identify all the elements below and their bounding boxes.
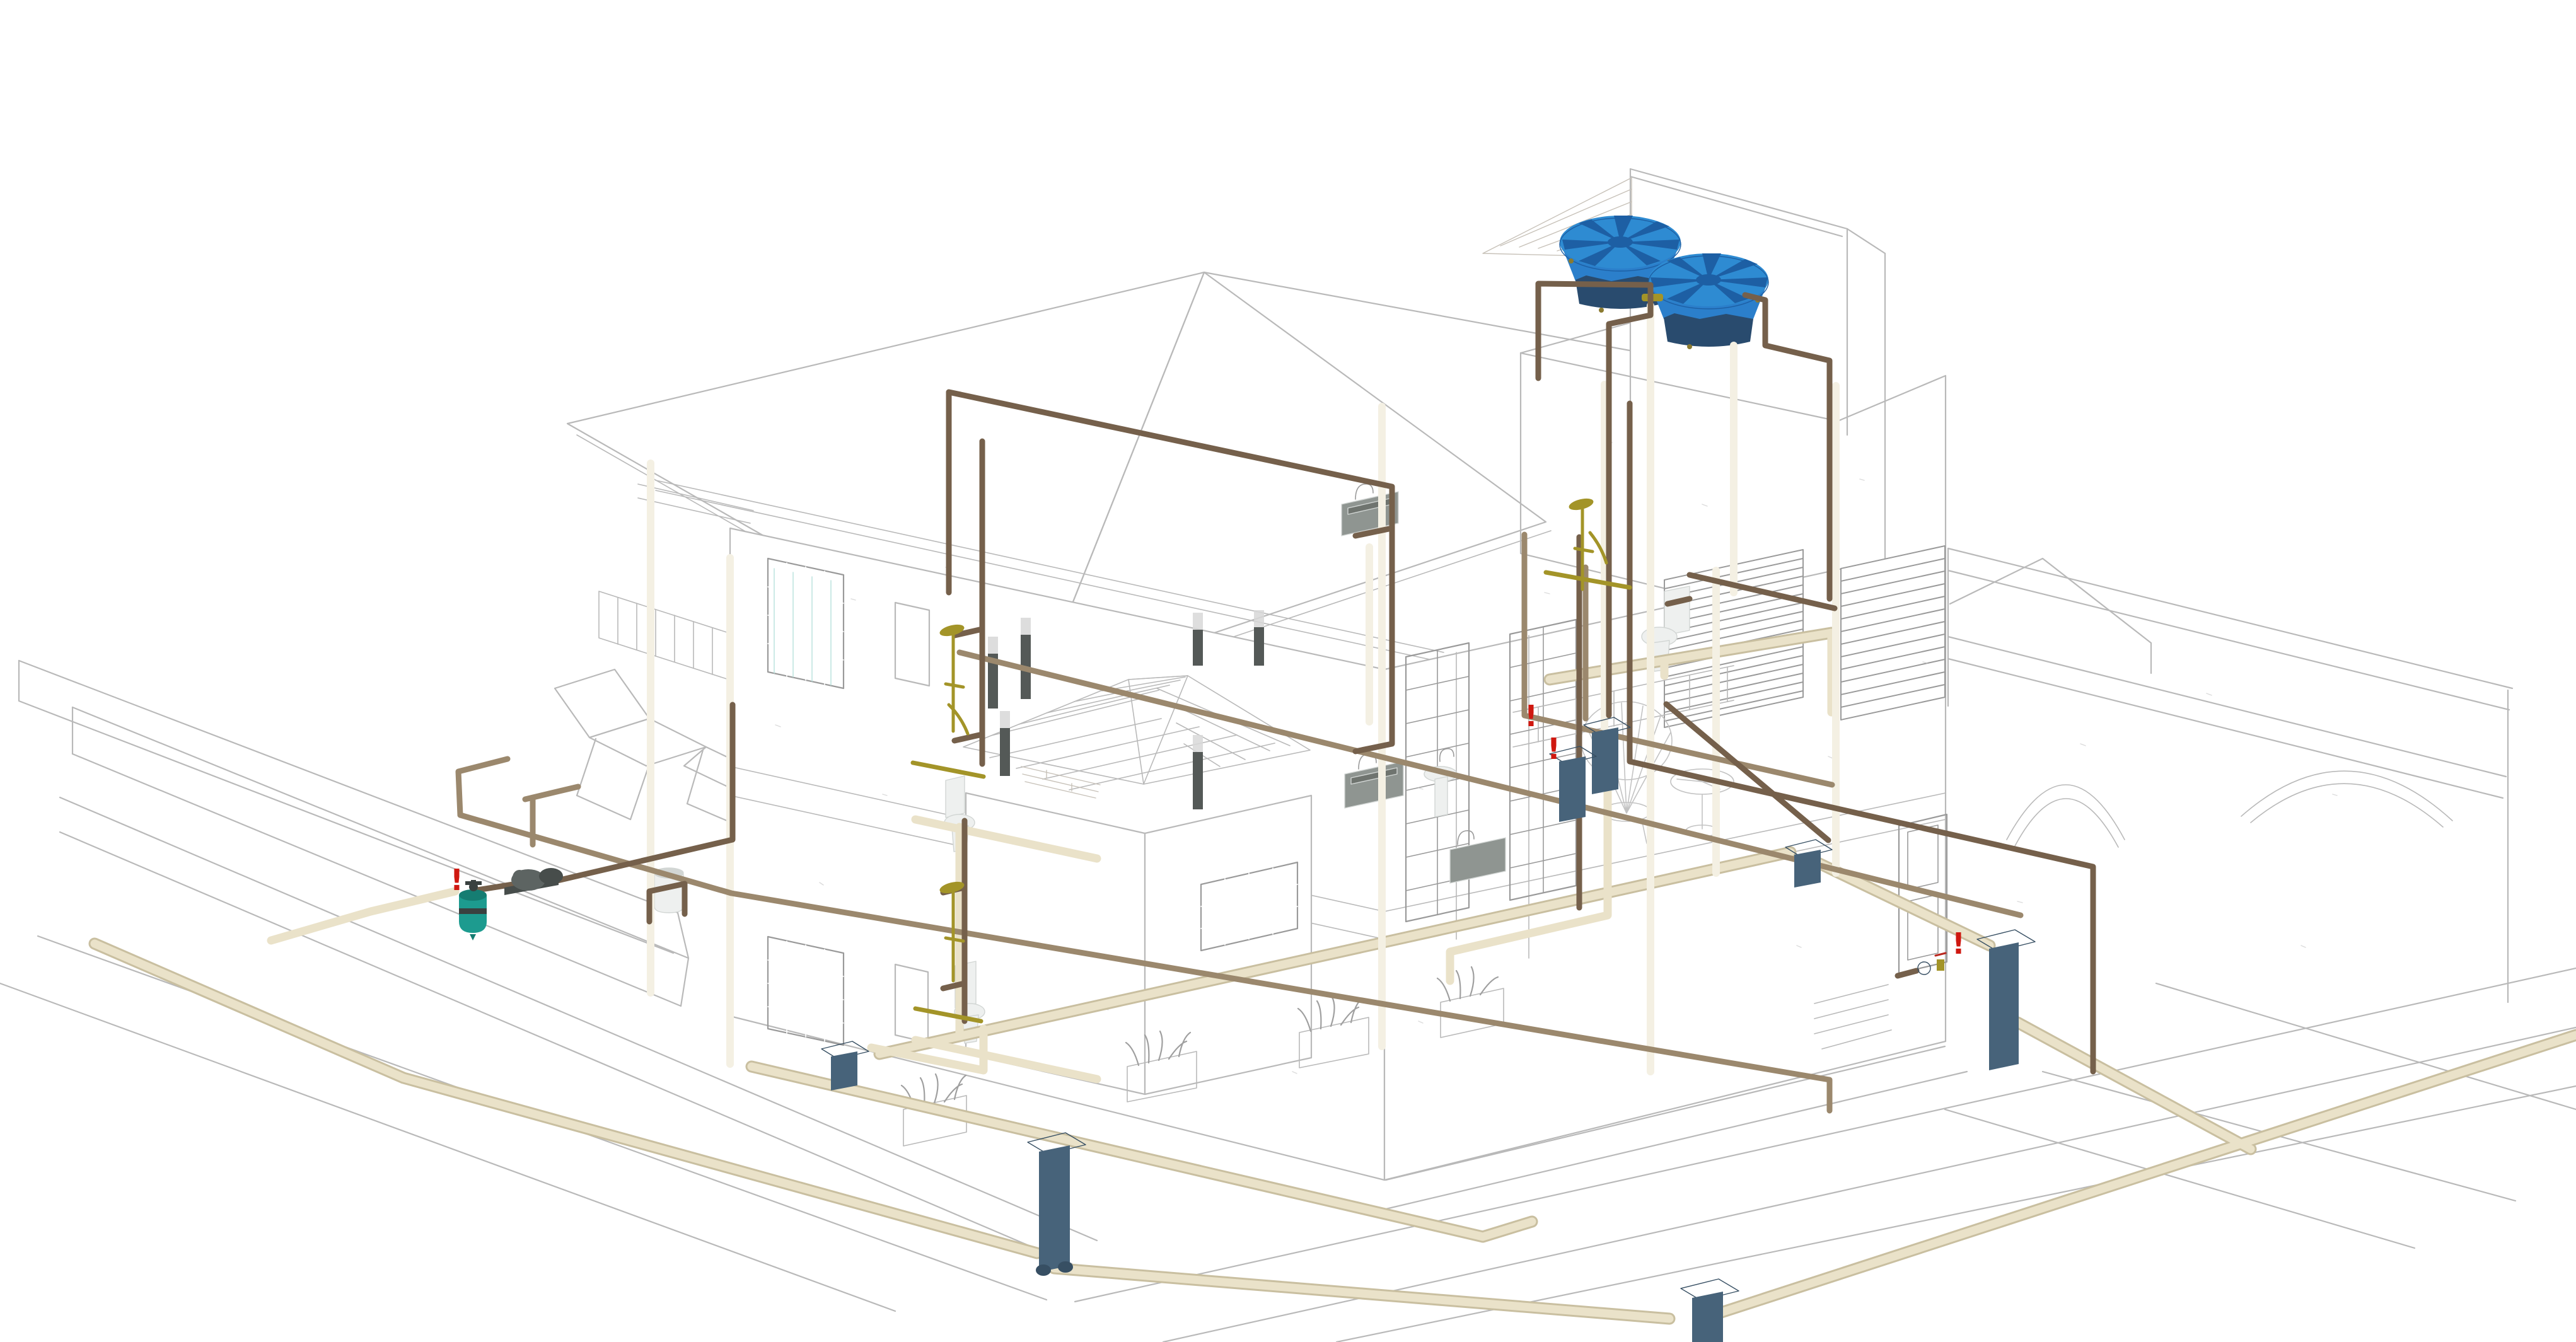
window-middle-cyan — [1200, 861, 1299, 952]
warning-icon: ! — [1547, 732, 1560, 766]
sewer-pipes — [95, 628, 2576, 1319]
water-pump — [504, 868, 563, 895]
water-meter — [1917, 952, 1947, 975]
roof-bollards — [988, 610, 1264, 809]
window-2f-small — [894, 601, 931, 687]
plants — [900, 966, 1499, 1109]
front-steps — [1814, 984, 1892, 1050]
planters — [900, 966, 1504, 1147]
balcony-drain-box-a — [1583, 717, 1631, 794]
brick-hatch — [1021, 766, 1101, 799]
inspection-box-1 — [821, 1041, 869, 1090]
window-1f-left — [767, 935, 845, 1046]
water-pipes-taupe — [455, 531, 2024, 1114]
inspection-box-2 — [1785, 839, 1833, 888]
left-terrace — [18, 659, 690, 1007]
shower-set-2f-left — [910, 624, 986, 779]
warning-icon: ! — [450, 863, 463, 897]
left-balcony-railing — [598, 591, 733, 681]
gold-fixtures — [910, 498, 1632, 1024]
pressure-tank — [459, 880, 487, 940]
louver-panel-2 — [1840, 545, 1946, 720]
tank-lid-segments — [1562, 216, 1680, 266]
balcony-drain-box-b — [1549, 746, 1597, 822]
drain-column-right — [1976, 929, 2036, 1070]
water-tank-2 — [1642, 253, 1769, 349]
window-2f-left — [767, 557, 845, 690]
water-pipes-brown — [474, 281, 2096, 1075]
tank-lid-segments — [1651, 253, 1768, 304]
right-wing — [1947, 547, 2514, 1004]
warning-markers: ! ! ! ! — [450, 699, 1965, 961]
drain-column-center — [1027, 1132, 1086, 1276]
inspection-boxes — [821, 717, 2036, 1342]
tall-window-2 — [1509, 618, 1577, 901]
drain-column-bottom — [1680, 1278, 1739, 1342]
tank-valve — [465, 880, 482, 891]
shower-set-1f-left — [913, 881, 983, 1024]
service-sink — [1449, 830, 1506, 884]
warning-icon: ! — [1952, 927, 1965, 961]
warning-icon: ! — [1524, 699, 1538, 733]
shower-set-2f-right — [1543, 498, 1632, 591]
